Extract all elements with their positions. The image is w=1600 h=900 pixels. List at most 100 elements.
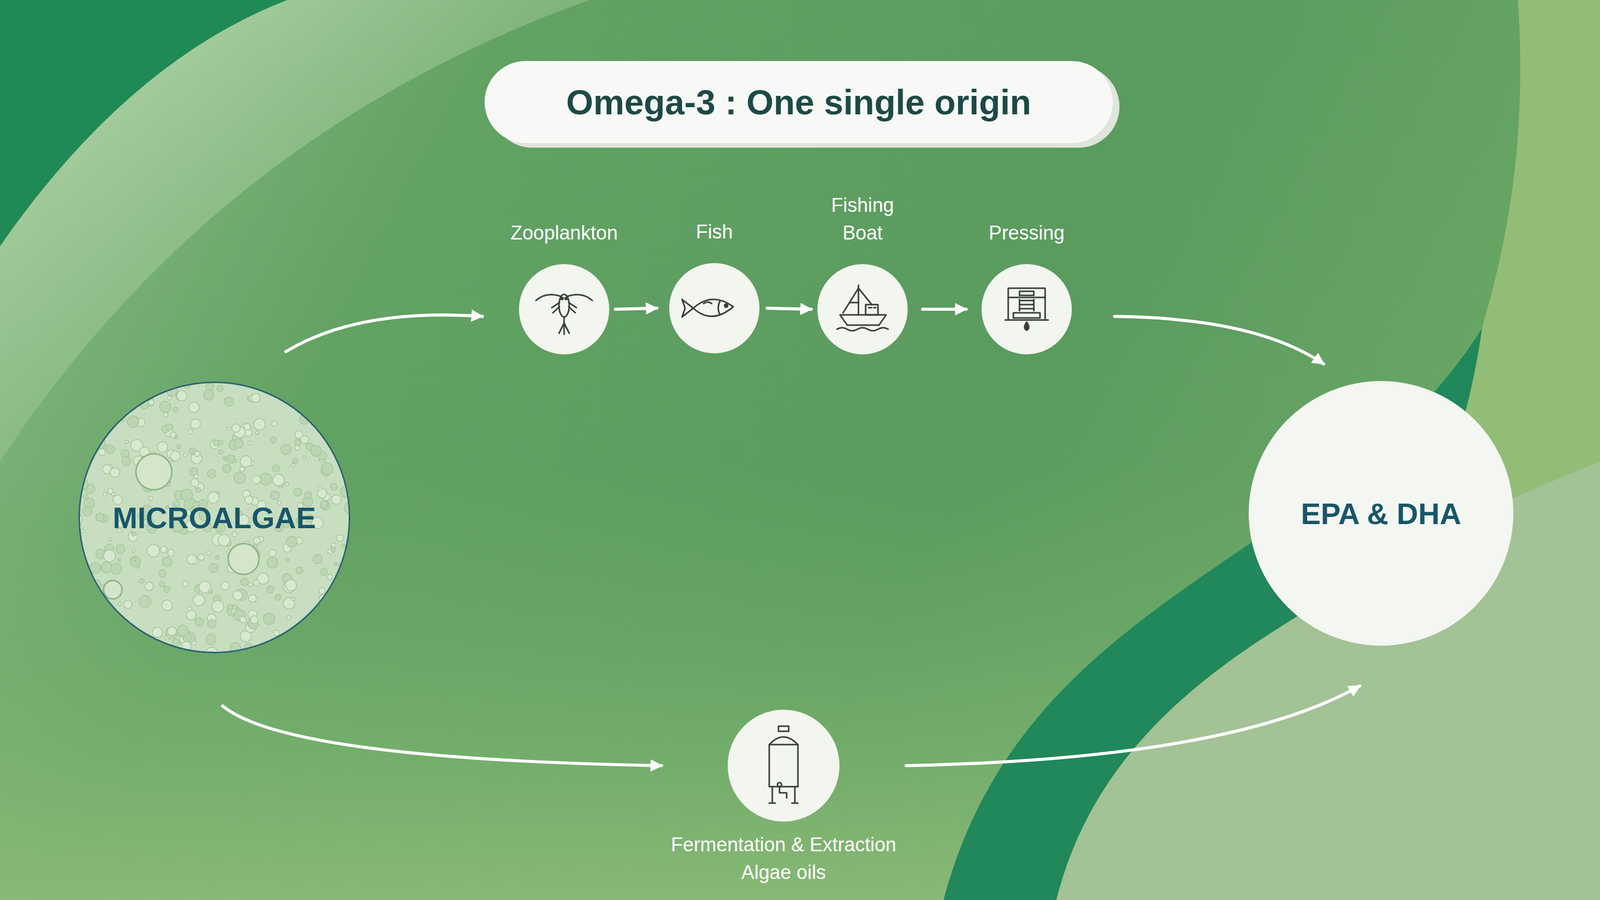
algae-cell bbox=[320, 501, 330, 511]
algae-cell bbox=[331, 543, 336, 548]
algae-cell bbox=[167, 626, 177, 636]
algae-cell bbox=[107, 488, 114, 494]
algae-cell bbox=[159, 401, 171, 413]
algae-cell bbox=[108, 537, 112, 541]
algae-cell bbox=[291, 597, 295, 601]
tank-icon bbox=[769, 726, 798, 804]
algae-cell bbox=[272, 464, 280, 472]
press-icon-part bbox=[1019, 291, 1034, 296]
algae-cell bbox=[110, 563, 122, 574]
source-circle: MICROALGAE bbox=[78, 381, 351, 654]
algae-cell bbox=[294, 439, 301, 446]
algae-cell bbox=[98, 448, 106, 456]
algae-cell bbox=[273, 630, 279, 636]
algae-cell bbox=[292, 458, 298, 464]
node-label: MICROALGAE bbox=[112, 500, 316, 535]
algae-cell bbox=[170, 451, 180, 462]
tank-icon-part bbox=[778, 726, 789, 732]
algae-cell bbox=[89, 562, 101, 574]
algae-cell bbox=[274, 594, 282, 601]
tank-icon-part bbox=[769, 744, 798, 746]
algae-cell bbox=[221, 581, 230, 590]
algae-cell bbox=[188, 429, 193, 434]
algae-cell bbox=[190, 418, 200, 429]
algae-cell bbox=[117, 558, 121, 562]
algae-cell bbox=[234, 438, 244, 448]
algae-cell bbox=[135, 453, 172, 490]
algae-cell bbox=[212, 440, 219, 447]
algae-cell bbox=[227, 604, 233, 610]
label-group: Pressing bbox=[988, 218, 1065, 247]
step-label: Pressing bbox=[988, 218, 1065, 247]
zooplankton-icon-part bbox=[561, 297, 564, 300]
zooplankton-icon-part bbox=[567, 294, 593, 301]
algae-cell bbox=[327, 574, 333, 580]
microalgae-texture bbox=[70, 377, 356, 659]
fish-icon bbox=[682, 299, 734, 317]
boat-icon bbox=[836, 285, 889, 331]
algae-cell bbox=[103, 549, 116, 562]
boat-icon-part bbox=[843, 288, 872, 313]
fish-icon-part bbox=[682, 299, 694, 317]
algae-cell bbox=[82, 506, 93, 516]
fish-icon-part bbox=[718, 301, 721, 315]
tank-icon-part bbox=[769, 736, 798, 787]
algae-cell bbox=[103, 492, 107, 496]
algae-cell bbox=[145, 582, 154, 591]
algae-cell bbox=[295, 567, 304, 575]
label-group: EPA & DHA bbox=[1248, 381, 1514, 646]
algae-cell bbox=[193, 594, 206, 607]
algae-cell bbox=[152, 627, 163, 638]
background-shade bbox=[0, 461, 1600, 900]
zooplankton-icon-part bbox=[535, 294, 562, 301]
step-circle: Fish bbox=[669, 263, 760, 354]
press-icon-part bbox=[1005, 319, 1049, 322]
algae-cell bbox=[166, 423, 173, 431]
press-icon-part bbox=[1019, 300, 1034, 309]
circle-outline bbox=[727, 709, 840, 822]
zooplankton-icon-part bbox=[551, 302, 577, 313]
algae-cell bbox=[342, 544, 346, 548]
algae-cell bbox=[281, 444, 292, 455]
flow-arrow bbox=[922, 307, 967, 311]
algae-cell bbox=[172, 407, 179, 413]
algae-cell bbox=[159, 581, 165, 587]
algae-cell bbox=[318, 587, 326, 594]
algae-cell bbox=[106, 445, 115, 454]
algae-cell bbox=[240, 616, 247, 624]
algae-cell bbox=[286, 615, 291, 620]
boat-icon-part bbox=[840, 314, 887, 326]
fish-icon-part bbox=[703, 302, 712, 304]
algae-cell bbox=[157, 442, 168, 453]
algae-cell bbox=[203, 389, 214, 400]
algae-cell bbox=[253, 537, 261, 545]
algae-cell bbox=[208, 589, 213, 594]
boat-icon-part bbox=[865, 304, 878, 315]
algae-cell bbox=[190, 478, 199, 487]
algae-cell bbox=[110, 467, 120, 478]
algae-cell bbox=[187, 606, 192, 611]
algae-cell bbox=[233, 472, 246, 485]
step-circle: Zooplankton bbox=[518, 264, 610, 355]
algae-cell bbox=[218, 449, 224, 455]
title-text: Omega-3 : One single origin bbox=[566, 82, 1032, 123]
pale-wave bbox=[1056, 461, 1600, 900]
algae-cell bbox=[247, 441, 252, 445]
algae-cell bbox=[270, 490, 279, 500]
press-icon-part bbox=[1008, 296, 1046, 299]
algae-cell bbox=[187, 554, 197, 565]
algae-cell bbox=[191, 641, 196, 646]
tank-icon-part bbox=[769, 786, 798, 804]
algae-cell bbox=[216, 385, 224, 392]
algae-cell bbox=[240, 455, 252, 468]
algae-cell bbox=[176, 444, 182, 449]
algae-cell bbox=[193, 473, 199, 479]
label-group: Fish bbox=[695, 217, 733, 246]
algae-cell bbox=[231, 423, 241, 433]
algae-cell bbox=[291, 463, 295, 468]
press-icon-part bbox=[1008, 288, 1046, 320]
flow-arrow bbox=[615, 308, 657, 310]
algae-cell bbox=[330, 483, 337, 490]
press-icon-part bbox=[1024, 322, 1029, 331]
